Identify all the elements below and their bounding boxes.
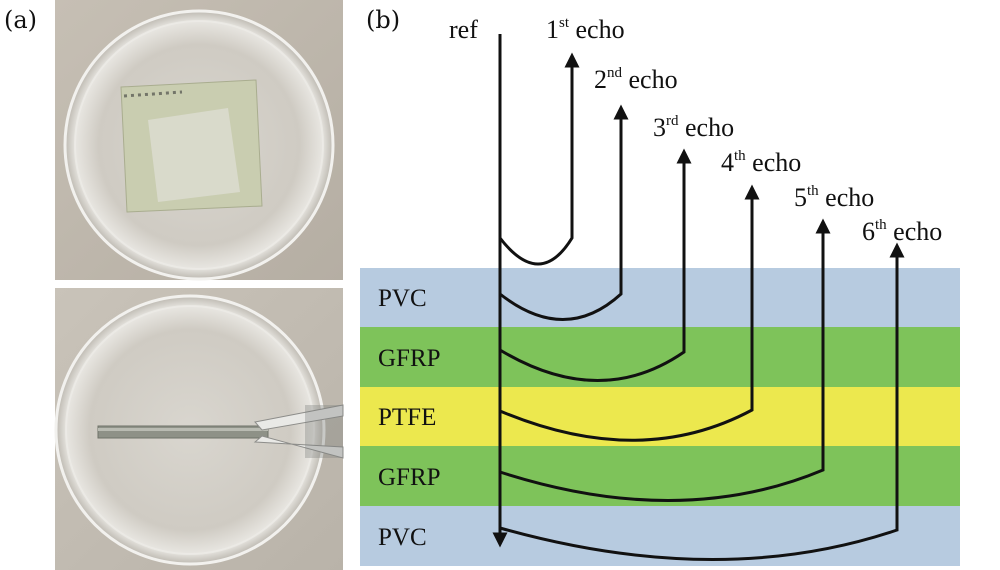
ref-label: ref bbox=[449, 15, 478, 44]
echo-path-1 bbox=[498, 52, 580, 266]
layer-label-pvc-bottom: PVC bbox=[378, 524, 427, 551]
echo-path-4 bbox=[499, 184, 760, 442]
echo-path-6 bbox=[499, 242, 905, 561]
echo-label-5: 5th echo bbox=[794, 183, 874, 212]
echo-label-3: 3rd echo bbox=[653, 113, 734, 142]
photo-bottom bbox=[54, 288, 344, 570]
layer-band-ptfe bbox=[360, 387, 960, 446]
echo-path-2 bbox=[499, 104, 629, 321]
echo-paths bbox=[498, 52, 905, 561]
panel-b-label: (b) bbox=[366, 6, 401, 34]
echo-path-3 bbox=[499, 148, 692, 382]
tweezers bbox=[253, 404, 344, 459]
echo-label-4: 4th echo bbox=[721, 148, 801, 177]
echo-path-5 bbox=[499, 218, 831, 502]
layer-label-gfrp-lower: GFRP bbox=[378, 464, 441, 491]
panel-a-label: (a) bbox=[4, 6, 38, 34]
echo-label-6: 6th echo bbox=[862, 217, 942, 246]
layer-label-pvc-top: PVC bbox=[378, 285, 427, 312]
layer-band-gfrp-lower bbox=[360, 446, 960, 506]
echo-label-1: 1st echo bbox=[546, 15, 625, 44]
layer-band-pvc-top bbox=[360, 268, 960, 327]
strip-sample bbox=[97, 425, 269, 439]
layer-band-gfrp-upper bbox=[360, 327, 960, 387]
layer-label-ptfe: PTFE bbox=[378, 404, 436, 431]
echo-label-2: 2nd echo bbox=[594, 65, 678, 94]
square-sample bbox=[120, 79, 263, 213]
photo-panel bbox=[54, 0, 344, 570]
photo-top bbox=[55, 0, 343, 281]
layer-stack: PVC GFRP PTFE GFRP PVC bbox=[360, 268, 960, 566]
layer-label-gfrp-upper: GFRP bbox=[378, 345, 441, 372]
